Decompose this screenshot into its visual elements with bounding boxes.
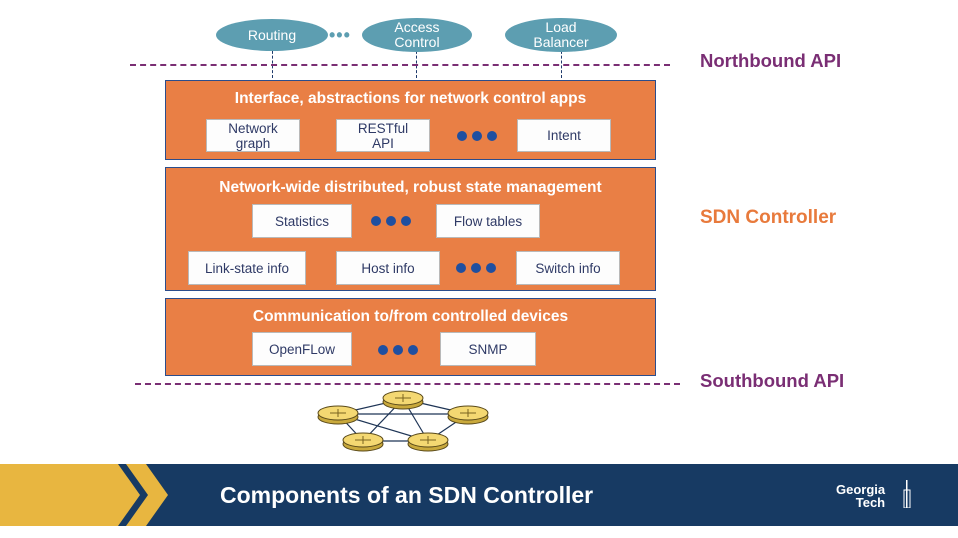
network-graph-label: Network graph xyxy=(228,120,278,151)
app-access-control: Access Control xyxy=(362,18,472,52)
openflow-label: OpenFLow xyxy=(268,341,336,357)
comm-ellipsis-icon xyxy=(378,345,418,355)
flow-tables-box: Flow tables xyxy=(436,204,540,238)
southbound-line xyxy=(135,383,680,385)
tower-icon xyxy=(903,480,911,508)
comm-layer: Communication to/from controlled devices… xyxy=(165,298,656,376)
restful-api-box: RESTful API xyxy=(336,119,430,152)
interface-layer: Interface, abstractions for network cont… xyxy=(165,80,656,160)
state-layer: Network-wide distributed, robust state m… xyxy=(165,167,656,291)
apps-ellipsis: ••• xyxy=(329,25,351,45)
state-ellipsis-icon-1 xyxy=(371,216,411,226)
switch-info-box: Switch info xyxy=(516,251,620,285)
logo-line-1: Georgia xyxy=(836,482,886,497)
host-info-label: Host info xyxy=(361,260,415,276)
snmp-label: SNMP xyxy=(468,341,508,357)
app-routing-label: Routing xyxy=(247,26,297,43)
comm-layer-title: Communication to/from controlled devices xyxy=(252,308,569,325)
interface-ellipsis-icon xyxy=(457,131,497,141)
sdn-controller-label: SDN Controller xyxy=(700,207,837,228)
georgia-tech-logo: Georgia Tech xyxy=(836,483,885,509)
host-info-box: Host info xyxy=(336,251,440,285)
openflow-box: OpenFLow xyxy=(252,332,352,366)
access-control-connector xyxy=(416,46,417,78)
intent-box: Intent xyxy=(517,119,611,152)
link-state-info-label: Link-state info xyxy=(204,260,290,276)
app-access-control-label: Access Control xyxy=(394,19,440,50)
switch-info-label: Switch info xyxy=(535,260,601,276)
switch-network-icon xyxy=(317,390,489,452)
statistics-label: Statistics xyxy=(274,213,329,229)
footer-title: Components of an SDN Controller xyxy=(220,482,594,508)
chevron-decoration-icon xyxy=(0,464,168,526)
app-load-balancer: Load Balancer xyxy=(505,18,617,52)
logo-line-2: Tech xyxy=(855,495,886,510)
intent-label: Intent xyxy=(547,128,581,143)
load-balancer-connector xyxy=(561,46,562,78)
state-layer-title: Network-wide distributed, robust state m… xyxy=(219,179,602,196)
southbound-label: Southbound API xyxy=(700,370,845,391)
app-routing: Routing xyxy=(216,19,328,51)
northbound-line xyxy=(130,64,670,66)
snmp-box: SNMP xyxy=(440,332,536,366)
interface-layer-title: Interface, abstractions for network cont… xyxy=(234,90,587,107)
flow-tables-label: Flow tables xyxy=(453,213,523,229)
link-state-info-box: Link-state info xyxy=(188,251,306,285)
app-load-balancer-label: Load Balancer xyxy=(533,19,589,50)
statistics-box: Statistics xyxy=(252,204,352,238)
network-graph-box: Network graph xyxy=(206,119,300,152)
northbound-label: Northbound API xyxy=(700,50,842,71)
restful-api-label: RESTful API xyxy=(357,120,409,151)
state-ellipsis-icon-2 xyxy=(456,263,496,273)
routing-connector xyxy=(272,46,273,78)
